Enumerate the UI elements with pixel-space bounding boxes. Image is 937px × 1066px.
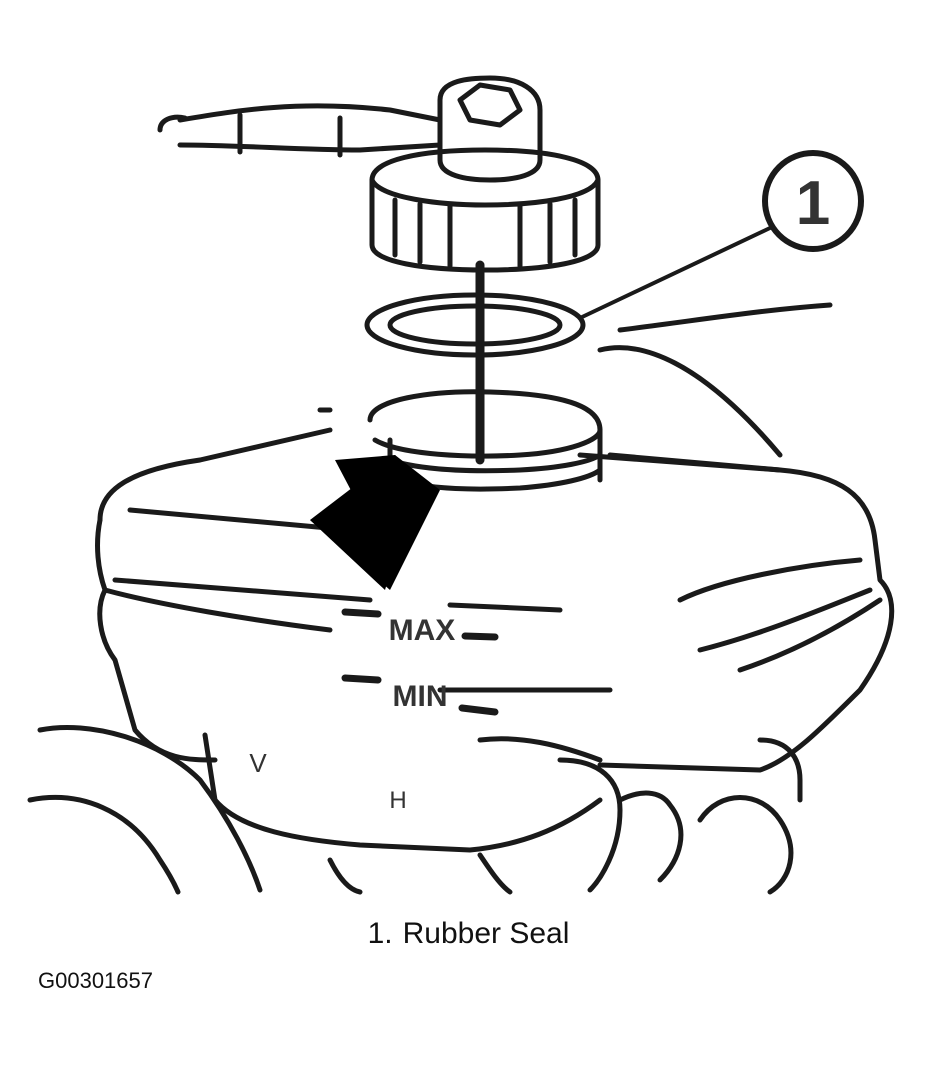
callout-number: 1 [796, 169, 830, 238]
caption-text: Rubber Seal [402, 917, 570, 950]
callout-1 [578, 150, 864, 320]
fluid-reservoir [95, 302, 895, 773]
figure-id: G00301657 [38, 968, 153, 993]
max-mark: MAX [389, 614, 456, 647]
master-cylinder-body [27, 725, 803, 895]
v-mark: V [249, 748, 267, 778]
reservoir-illustration: 1 MAX MIN V H [27, 75, 895, 895]
min-mark: MIN [393, 680, 448, 713]
pointer-arrow-head [310, 455, 440, 590]
figure-caption: 1. Rubber Seal [0, 917, 937, 951]
rubber-seal [364, 292, 586, 358]
reservoir-cap [157, 75, 601, 465]
caption-number: 1. [367, 917, 393, 950]
h-mark: H [389, 787, 406, 814]
level-marks [341, 608, 499, 716]
